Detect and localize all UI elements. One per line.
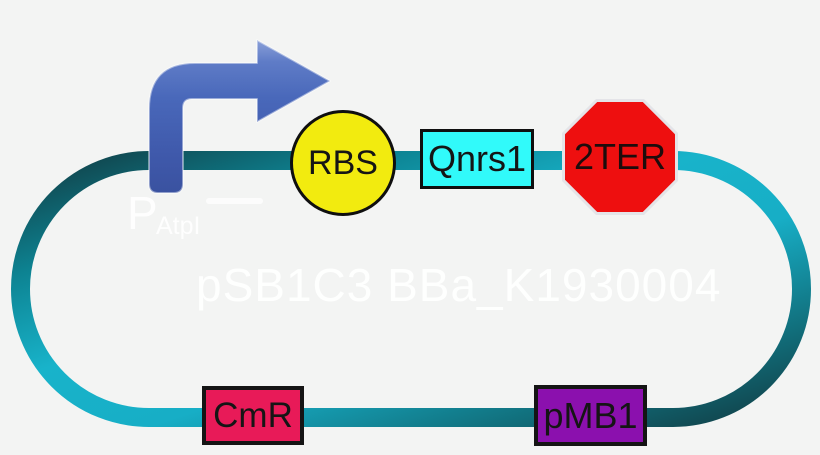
qnrs1-label: Qnrs1 — [427, 138, 527, 179]
qnrs1-gene-element: Qnrs1 — [420, 129, 534, 189]
pmb1-label: pMB1 — [543, 394, 638, 436]
rbs-element: RBS — [290, 110, 396, 216]
cmr-resistance-element: CmR — [202, 386, 304, 445]
rbs-label: RBS — [308, 144, 378, 182]
stop-sign-icon — [565, 102, 675, 212]
plasmid-title: pSB1C3 BBa_K1930004 — [196, 259, 722, 311]
watermark-dash — [206, 198, 263, 204]
promoter-label: P — [127, 187, 158, 239]
promoter-subscript: AtpI — [156, 212, 201, 240]
pmb1-origin-element: pMB1 — [534, 385, 647, 446]
cmr-label: CmR — [213, 396, 293, 435]
terminator-label: 2TER — [573, 136, 667, 177]
terminator-2ter-element: 2TER — [562, 99, 678, 215]
